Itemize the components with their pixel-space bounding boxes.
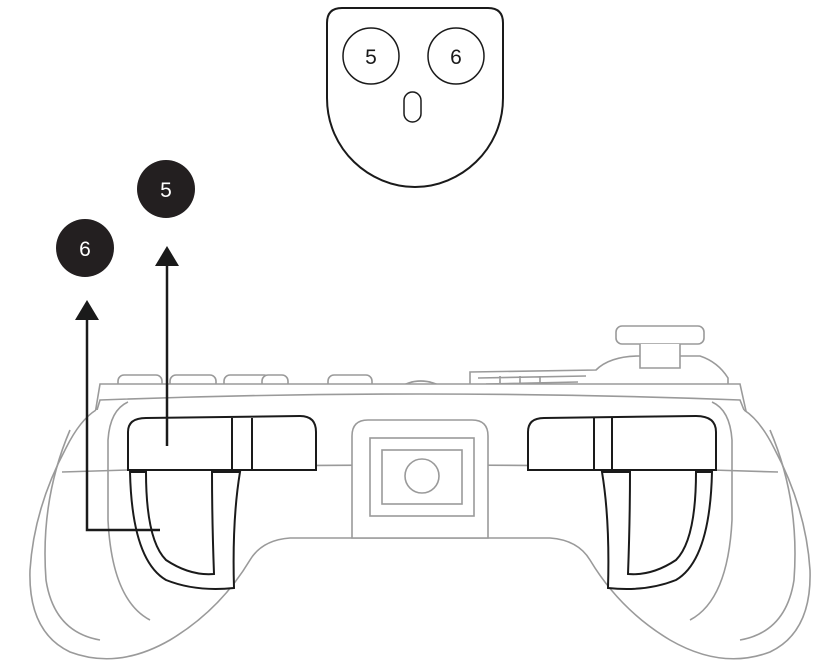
grip-left-inner (44, 429, 101, 641)
analog-stick-cap (615, 325, 705, 345)
inset-button-5-label: 5 (365, 46, 377, 69)
callout-arrows (85, 262, 169, 532)
inset-button-5 (342, 27, 400, 85)
button-module-inset: 5 6 (326, 7, 504, 189)
badge-5: 5 (137, 160, 195, 218)
center-module-inner (381, 449, 463, 505)
arrow-6-line (85, 318, 160, 532)
center-module-outer (369, 437, 475, 517)
badge-5-label: 5 (160, 179, 172, 202)
left-paddles (127, 414, 317, 590)
badge-6: 6 (56, 219, 114, 277)
left-trigger-5 (127, 414, 317, 471)
inset-button-6 (427, 27, 485, 85)
inset-button-6-label: 6 (450, 46, 462, 69)
grip-right-inner (739, 429, 796, 641)
inset-switch-slot (403, 91, 422, 123)
right-paddles (527, 414, 717, 590)
left-paddle-6 (128, 471, 242, 590)
right-paddle (600, 471, 714, 590)
analog-stick-shaft (639, 344, 681, 369)
top-shell (93, 383, 749, 421)
arrow-6-head (75, 300, 99, 320)
center-module-button (404, 458, 440, 494)
body-inner-rim (107, 401, 733, 621)
badge-6-label: 6 (79, 238, 91, 261)
right-trigger (527, 414, 717, 471)
arrow-5-head (155, 246, 179, 266)
